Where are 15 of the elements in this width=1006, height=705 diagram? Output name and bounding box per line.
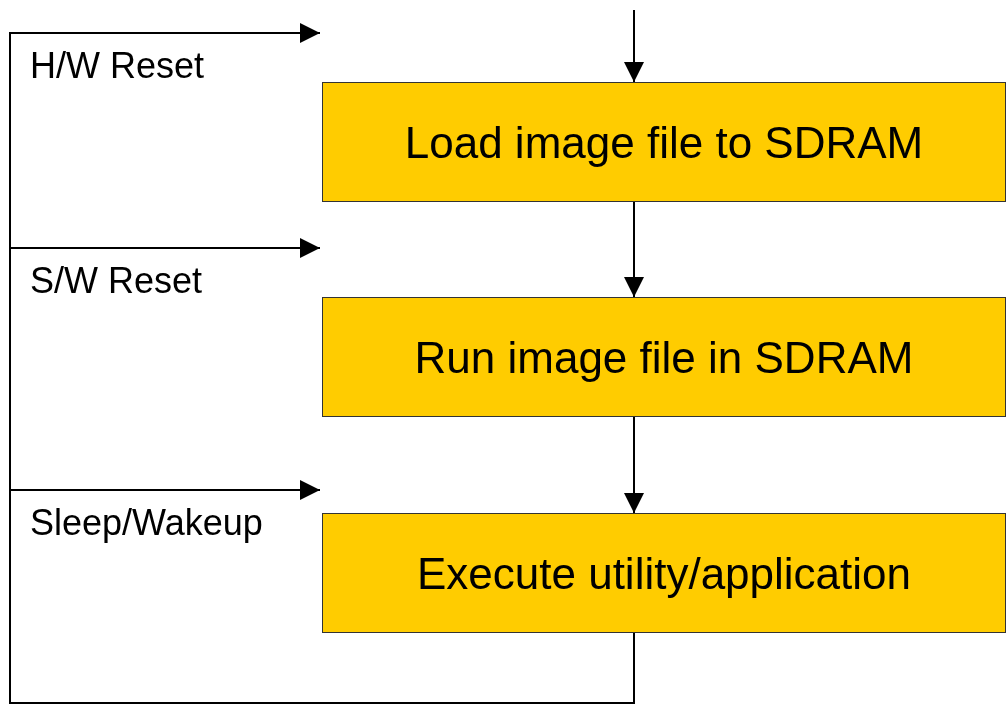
arrow [9,238,321,491]
box-label: Run image file in SDRAM [414,331,914,384]
arrow [9,480,635,704]
process-box [322,297,1006,417]
arrow [9,23,321,249]
box-label: Load image file to SDRAM [404,116,924,169]
arrow [624,416,644,514]
edge-label: S/W Reset [30,263,203,299]
box-label: Execute utility/application [416,547,912,600]
edge-label: H/W Reset [30,48,205,84]
edge-label: Sleep/Wakeup [30,505,263,541]
process-box [322,513,1006,633]
process-box [322,82,1006,202]
arrow [624,9,644,83]
arrow [624,201,644,298]
